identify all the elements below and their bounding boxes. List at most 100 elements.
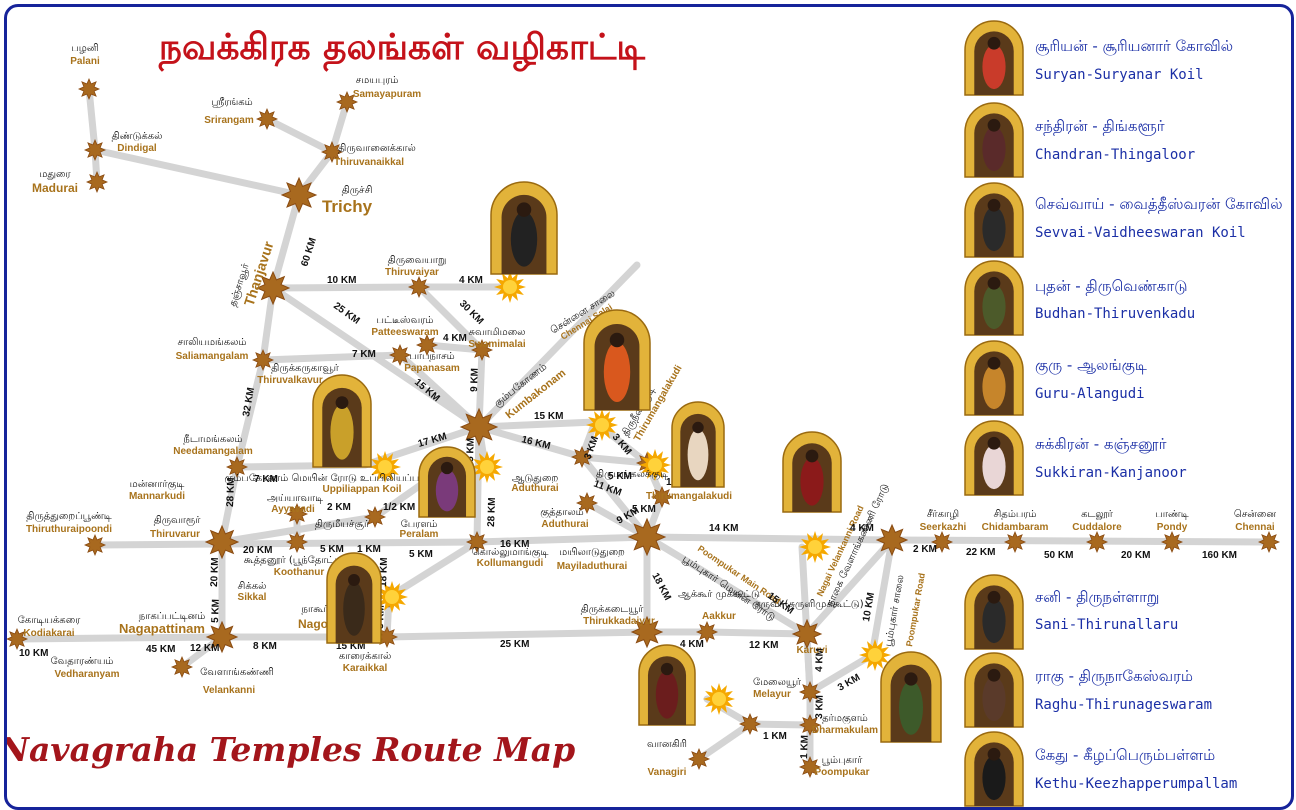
- deity-image: [964, 102, 1024, 178]
- deity-image: [418, 446, 476, 518]
- place-thirukkadaiyur-ta: திருக்கடையூர்: [581, 604, 645, 615]
- place-karaikkal-en: Karaikkal: [343, 663, 388, 674]
- deity-image: [326, 552, 382, 644]
- legend-raghu-en: Raghu-Thirunageswaram: [1035, 697, 1212, 713]
- distance-label: 5 KM: [632, 504, 656, 515]
- legend-kethu-ta: கேது - கீழப்பெரும்பள்ளம்: [1035, 746, 1215, 764]
- place-mannarkudi-ta: மன்னார்குடி: [130, 479, 185, 491]
- distance-label: 1 KM: [357, 544, 381, 555]
- place-cuddalore-ta: கடலூர்: [1081, 509, 1114, 520]
- place-swamimalai-ta: சுவாமிமலை: [469, 327, 526, 338]
- place-peralam-en: Peralam: [400, 529, 439, 540]
- place-palani-ta: பழனி: [71, 43, 98, 54]
- place-chidambaram-ta: சிதம்பரம்: [993, 509, 1036, 520]
- temple-sun-marker: [799, 531, 831, 563]
- town-marker: [77, 77, 101, 101]
- place-thiruvarur-ta: திருவாரூர்: [154, 515, 202, 526]
- temple-sun-marker: [859, 639, 891, 671]
- temple-sun-marker: [703, 683, 735, 715]
- planet-temple-legend: சூரியன் - சூரியனார் கோவில் Suryan-Suryan…: [964, 20, 1283, 807]
- legend-suryan-ta: சூரியன் - சூரியனார் கோவில்: [1035, 37, 1233, 56]
- place-kuthalam-en: Aduthurai: [541, 519, 588, 530]
- distance-label: 32 KM: [241, 387, 257, 418]
- place-papanasam-en: Papanasam: [404, 363, 460, 374]
- place-saliamangalam-ta: சாலியமங்கலம்: [177, 337, 246, 348]
- place-thiruvalkavur-en: Thiruvalkavur: [257, 375, 323, 386]
- place-mayiladuthurai-ta: மயிலாடுதுறை: [559, 547, 625, 558]
- place-aakkur-ta: ஆக்கூர் முக்கூட்டு: [678, 589, 760, 600]
- town-marker: [695, 620, 719, 644]
- junction-marker: [204, 524, 240, 560]
- route-map: நவக்கிரக தலங்கள் வழிகாட்டி Navagraha Tem…: [7, 20, 1283, 807]
- town-marker: [320, 140, 344, 164]
- distance-label: 4 KM: [814, 648, 826, 672]
- distance-label: 1 KM: [763, 731, 787, 742]
- deity-image: [490, 181, 558, 275]
- distance-label: 4 KM: [680, 639, 704, 650]
- distance-label: 7 KM: [254, 474, 278, 485]
- distance-label: 14 KM: [709, 523, 738, 534]
- deity-image: [312, 374, 372, 468]
- place-madurai-ta: மதுரை: [39, 169, 71, 180]
- legend-item-suryan: சூரியன் - சூரியனார் கோவில் Suryan-Suryan…: [1035, 37, 1233, 83]
- distance-label: 28 KM: [225, 477, 237, 507]
- town-marker: [83, 138, 107, 162]
- town-marker: [1085, 530, 1109, 554]
- distance-label: 1 KM: [799, 735, 811, 759]
- distance-label: 160 KM: [1202, 550, 1237, 561]
- deity-image: [880, 651, 942, 743]
- legend-sevvai-en: Sevvai-Vaidheeswaran Koil: [1035, 225, 1246, 241]
- place-needamangalam-ta: நீடாமங்கலம்: [183, 434, 242, 445]
- legend-budhan-en: Budhan-Thiruvenkadu: [1035, 306, 1195, 322]
- town-marker: [687, 747, 711, 771]
- place-poompukar-en: Poompukar: [814, 767, 869, 778]
- legend-kethu-en: Kethu-Keezhapperumpallam: [1035, 776, 1237, 792]
- junction-marker: [255, 270, 291, 306]
- deity-image: [964, 340, 1024, 416]
- place-melayur-ta: மேலையூர்: [753, 677, 802, 688]
- place-nagapattinam-ta: நாகப்பட்டினம்: [139, 611, 206, 622]
- place-srirangam-ta: ஸ்ரீரங்கம்: [211, 97, 252, 108]
- distance-label: 18 KM: [649, 571, 673, 602]
- place-kodiakarai-en: Kodiakarai: [23, 628, 74, 639]
- distance-label: 50 KM: [1044, 550, 1073, 561]
- distance-label: 25 KM: [331, 301, 361, 327]
- legend-item-sukkiran: சுக்கிரன் - கஞ்சனூர் Sukkiran-Kanjanoor: [1035, 435, 1187, 481]
- place-karuvi-en: Karuvi: [796, 645, 827, 656]
- place-dharmakulam-ta: தர்மகுளம்: [822, 713, 868, 725]
- place-ayyavadi-ta: அய்யாவாடி: [267, 493, 323, 504]
- distance-label: 25 KM: [500, 639, 529, 650]
- town-marker: [1003, 530, 1027, 554]
- distance-label: 45 KM: [146, 644, 175, 655]
- junction-marker: [791, 618, 823, 650]
- distance-label: 5 KM: [320, 544, 344, 555]
- town-marker: [225, 455, 249, 479]
- place-koothanur-ta: கூத்தனூர் (பூந்தோட்டம்): [244, 555, 355, 566]
- junction-marker: [205, 620, 239, 654]
- distance-label: 2 KM: [327, 502, 351, 513]
- place-dindigul-ta: திண்டுக்கல்: [112, 131, 163, 142]
- place-seerkazhi-en: Seerkazhi: [920, 522, 967, 533]
- place-nagoor-ta: நாகூர்: [302, 604, 330, 615]
- place-pondy-en: Pondy: [1157, 522, 1188, 533]
- distance-label: 15 KM: [336, 641, 365, 652]
- temple-sun-marker: [369, 451, 401, 483]
- deity-image: [964, 574, 1024, 650]
- distance-label: 16 KM: [500, 539, 529, 550]
- place-kollumangudi-en: Kollumangudi: [477, 558, 544, 569]
- place-thiruvanaikkal-en: Thiruvanaikkal: [334, 157, 404, 168]
- deity-image: [638, 644, 696, 726]
- place-sikkal-ta: சிக்கல்: [238, 581, 267, 592]
- distance-label: 2 KM: [913, 544, 937, 555]
- place-mayiladuthurai-en: Mayiladuthurai: [557, 561, 628, 572]
- distance-label: 8 KM: [253, 641, 277, 652]
- place-vanagiri-ta: வானகிரி: [647, 739, 687, 750]
- place-peralam-ta: பேரளம்: [401, 519, 438, 530]
- town-marker: [798, 713, 822, 737]
- place-seerkazhi-ta: சீர்காழி: [927, 509, 959, 520]
- place-uppiliappan-ta: கும்பகோணம் மெயின் ரோடு உப்பிலியப்பன் கோய…: [225, 473, 470, 485]
- legend-item-guru: குரு - ஆலங்குடி Guru-Alangudi: [1035, 356, 1147, 402]
- place-thirumangalakudi-ta: திருமங்கலக்குடி: [596, 469, 668, 481]
- place-kuthalam-ta: குத்தாலம்: [540, 507, 583, 519]
- place-thiruvaiyar-ta: திருவையாறு: [388, 255, 447, 266]
